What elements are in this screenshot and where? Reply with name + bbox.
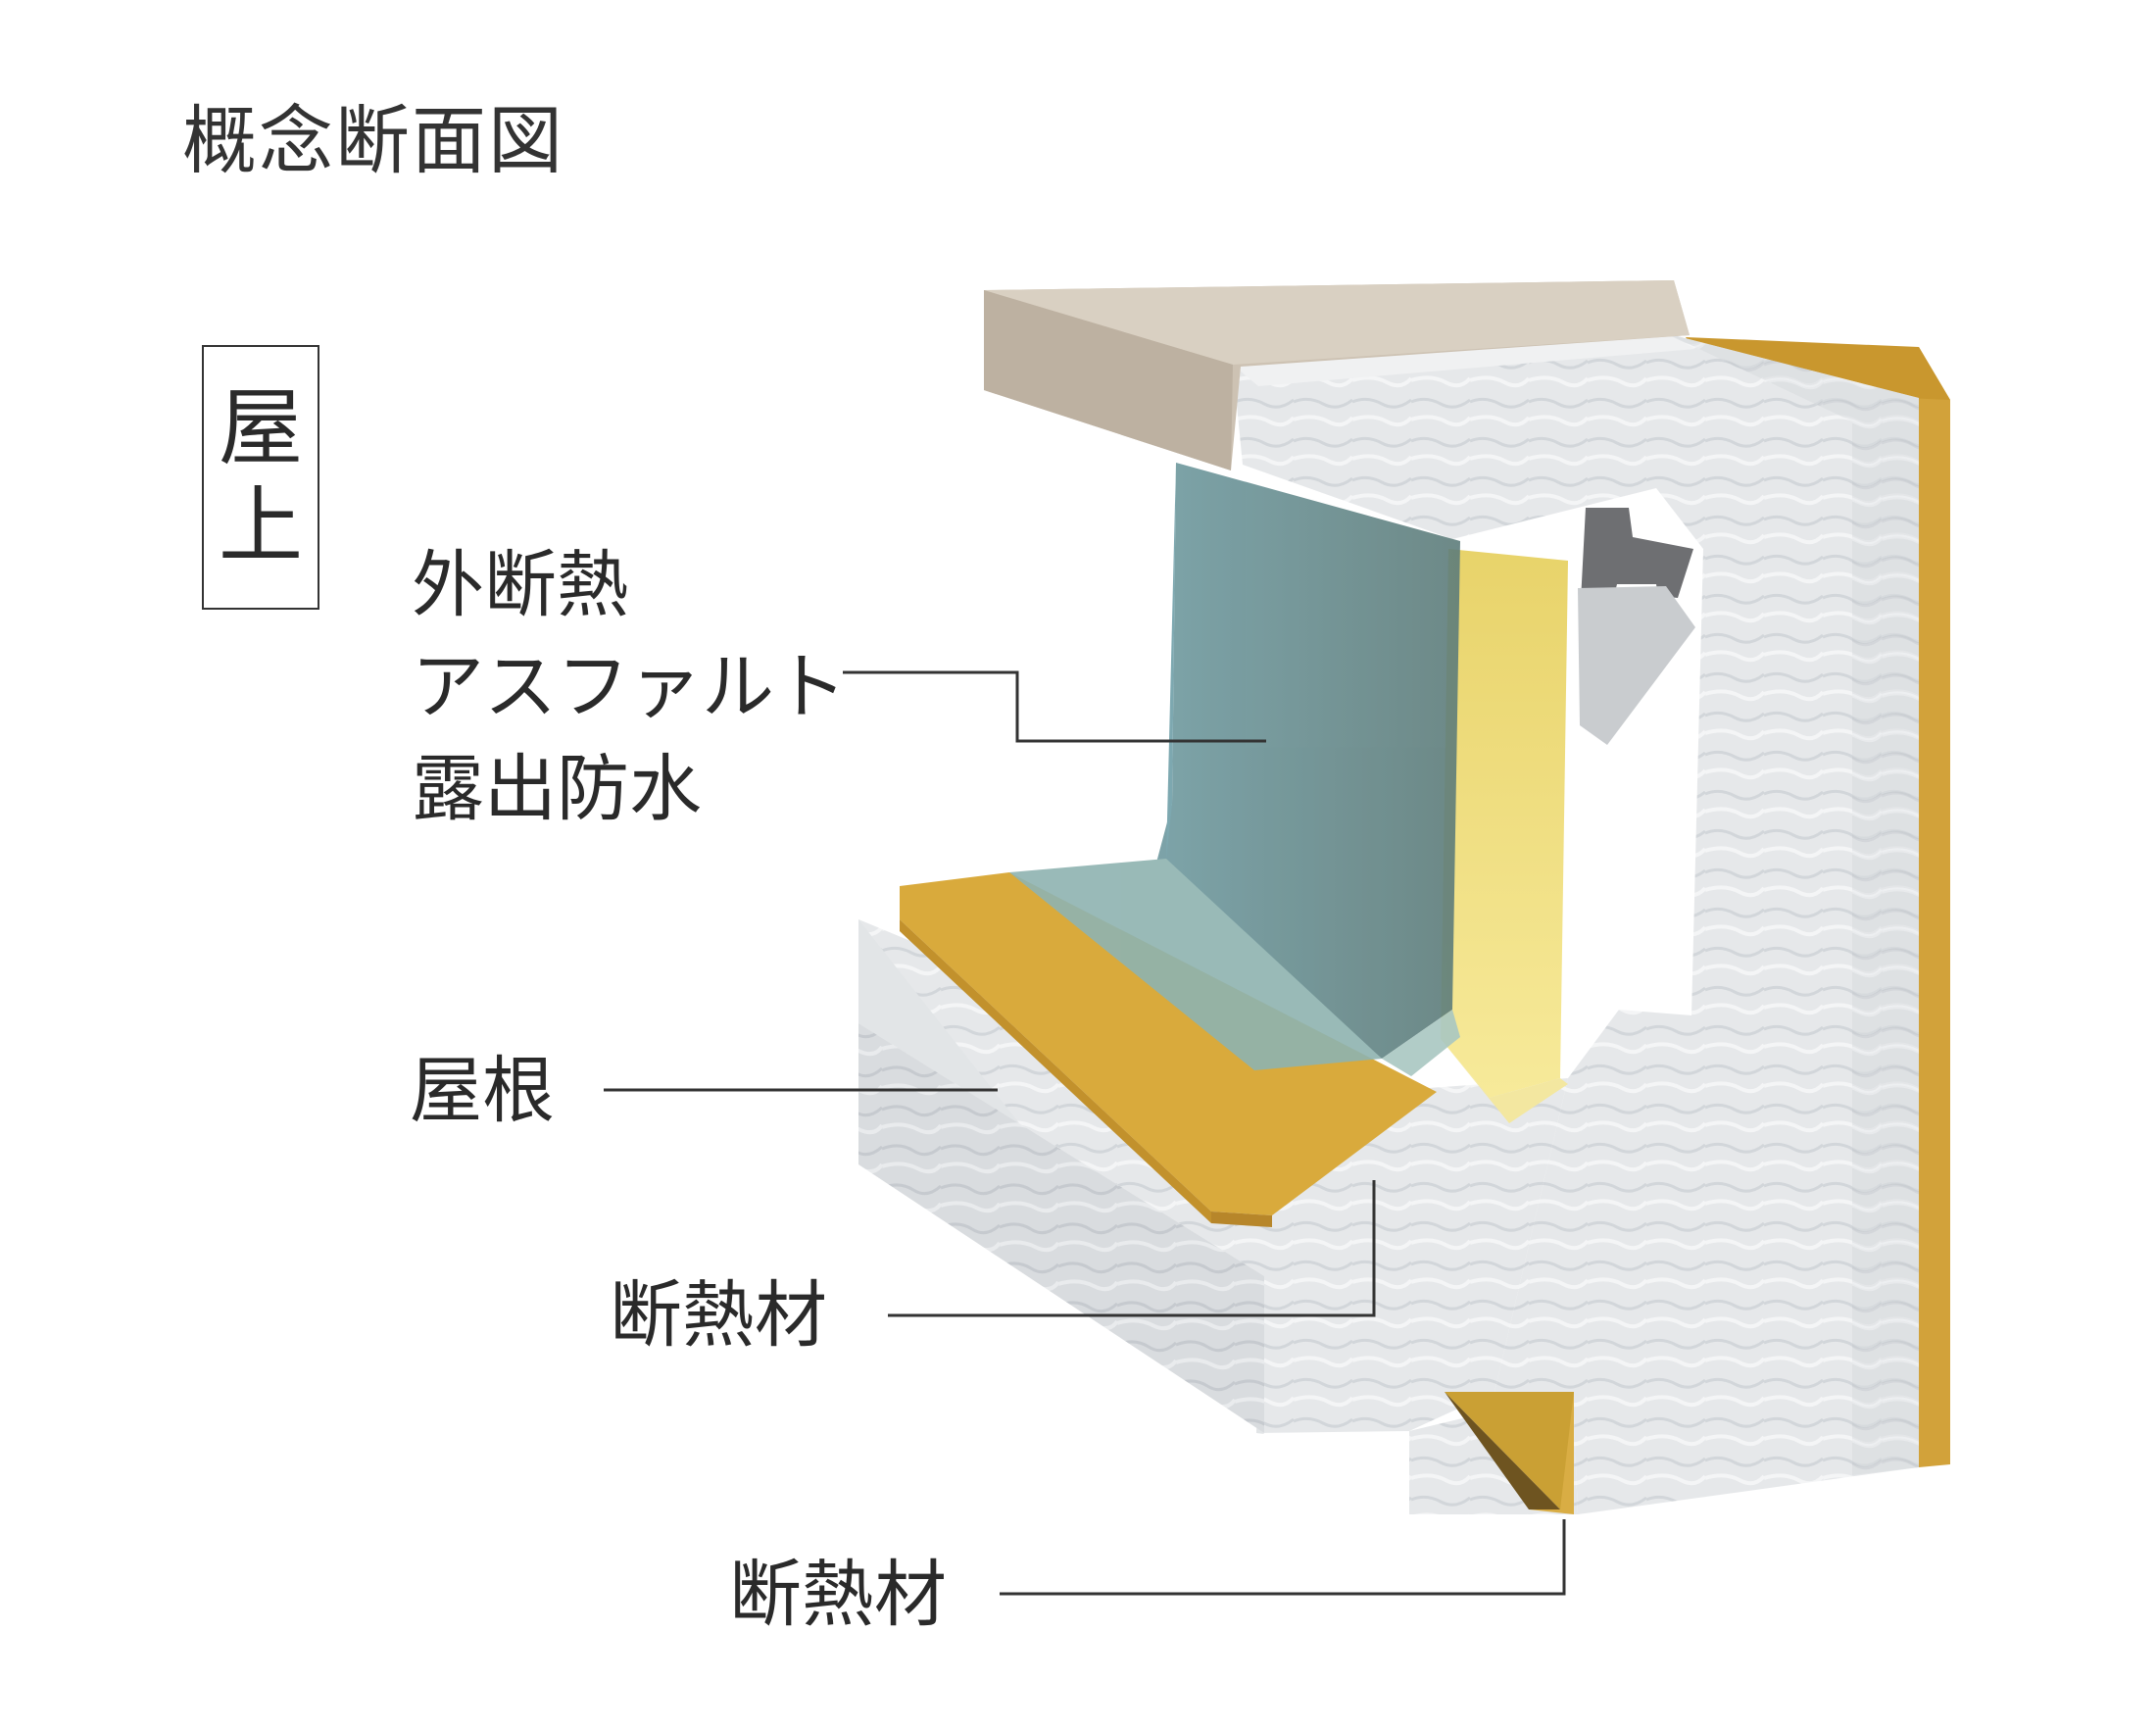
label-roof: 屋根	[410, 1049, 555, 1133]
section-label-box: 屋 上	[202, 345, 319, 610]
section-label-char-2: 上	[219, 477, 303, 575]
parapet-coping	[984, 280, 1690, 470]
label-insulation-upper: 断熱材	[610, 1273, 827, 1358]
asphalt-waterproofing-membrane	[1009, 463, 1460, 1076]
upper-insulation-board	[900, 872, 1437, 1227]
leader-lines	[604, 670, 1566, 1596]
leader-insulation-lower	[1000, 1519, 1566, 1596]
lower-insulation	[1445, 1392, 1574, 1514]
section-label-char-1: 屋	[219, 379, 303, 477]
label-waterproofing-line1: 外断熱	[412, 543, 629, 627]
concrete-parapet-wall	[1233, 333, 1919, 1514]
label-waterproofing-line2: アスファルト	[412, 645, 847, 729]
label-waterproofing-line3: 露出防水	[412, 747, 702, 831]
leader-insulation-upper	[888, 1180, 1376, 1317]
page-title: 概念断面図	[182, 97, 564, 184]
label-insulation-lower: 断熱材	[729, 1553, 947, 1637]
wall-inner-insulation	[1441, 549, 1568, 1123]
leader-waterproofing	[843, 670, 1266, 743]
